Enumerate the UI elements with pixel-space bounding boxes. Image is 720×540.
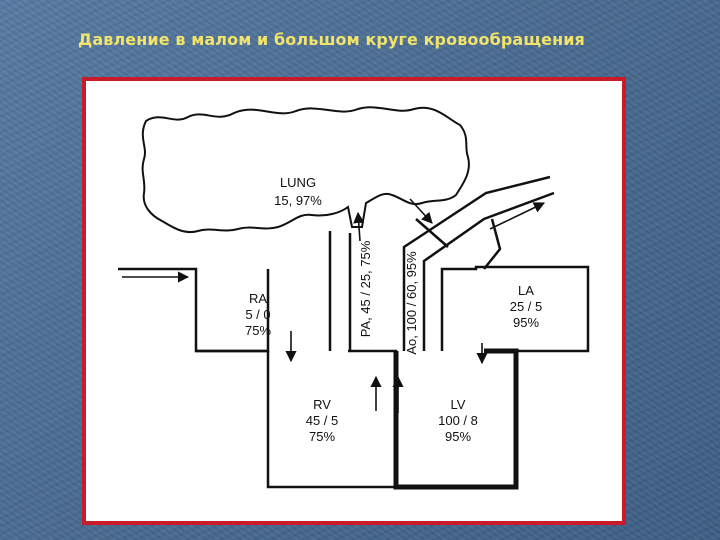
lung-values: 15, 97% [274, 193, 322, 208]
ra-saturation: 75% [245, 323, 271, 338]
ra-label: RA [249, 291, 267, 306]
rv-label: RV [313, 397, 331, 412]
slide-title: Давление в малом и большом круге кровооб… [78, 30, 585, 49]
la-label: LA [518, 283, 534, 298]
arrow-ao-out [489, 202, 546, 230]
flow-arrows [122, 198, 546, 413]
lung-label: LUNG [280, 175, 316, 190]
pa-label: PA, 45 / 25, 75% [358, 240, 373, 337]
rv-saturation: 75% [309, 429, 335, 444]
ao-label: Ao, 100 / 60, 95% [404, 251, 419, 355]
pa-trunk [328, 231, 352, 351]
ra-pressure: 5 / 0 [245, 307, 270, 322]
lung-shape [141, 106, 470, 233]
la-pressure: 25 / 5 [510, 299, 543, 314]
rv-pressure: 45 / 5 [306, 413, 339, 428]
arrow-lung-la [409, 198, 433, 224]
lv-saturation: 95% [445, 429, 471, 444]
heart-outline [118, 175, 590, 490]
diagram-frame: LUNG 15, 97% RA 5 / 0 75% RV 45 / 5 75% … [82, 77, 626, 525]
la-chamber [440, 265, 590, 353]
lv-pressure: 100 / 8 [438, 413, 478, 428]
circulation-diagram: LUNG 15, 97% RA 5 / 0 75% RV 45 / 5 75% … [118, 106, 590, 490]
ao-trunk [402, 175, 555, 351]
lv-label: LV [451, 397, 466, 412]
la-saturation: 95% [513, 315, 539, 330]
arrow-pa-lung [353, 211, 365, 242]
